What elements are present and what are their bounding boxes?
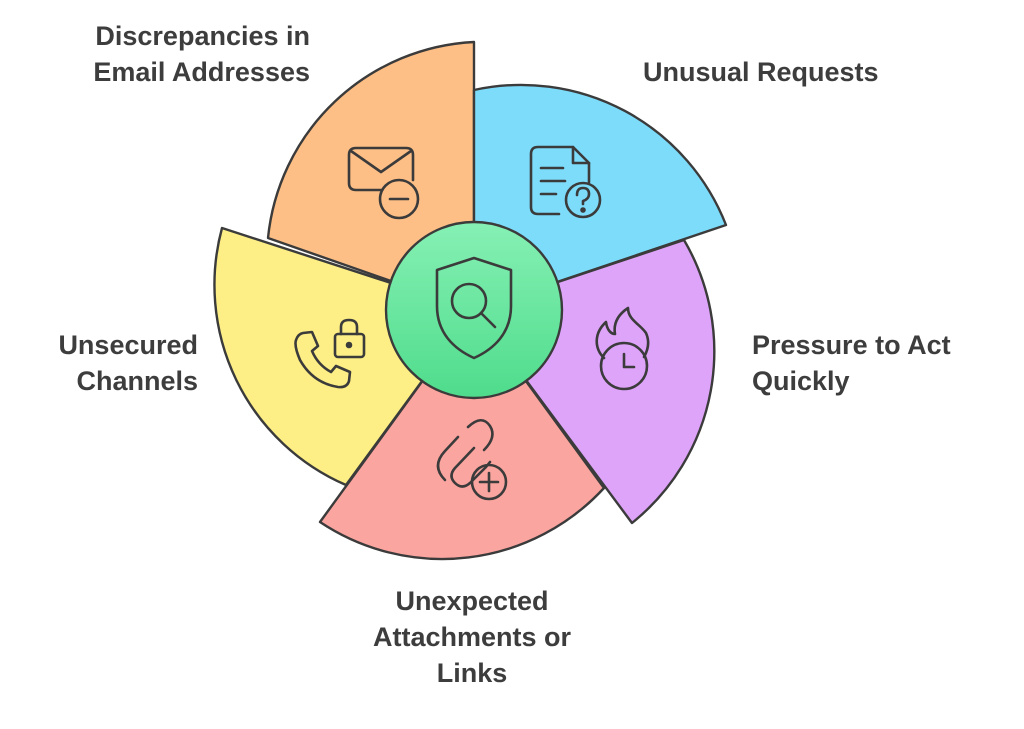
center-hub (384, 220, 564, 400)
label-unusual-requests: Unusual Requests (643, 57, 879, 87)
flame-clock-icon (595, 306, 650, 391)
label-email-addresses: Discrepancies in Email Addresses (93, 21, 310, 87)
label-attachments: Unexpected Attachments or Links (372, 586, 572, 688)
label-unsecured-channels: Unsecured Channels (58, 330, 198, 396)
label-pressure: Pressure to Act Quickly (752, 330, 951, 396)
paperclip-plus-icon (436, 418, 508, 501)
segment-attachments (318, 308, 606, 561)
shield-search-icon (435, 256, 513, 360)
document-question-icon (529, 145, 602, 219)
envelope-minus-icon (347, 146, 420, 220)
phone-lock-icon (294, 318, 366, 389)
